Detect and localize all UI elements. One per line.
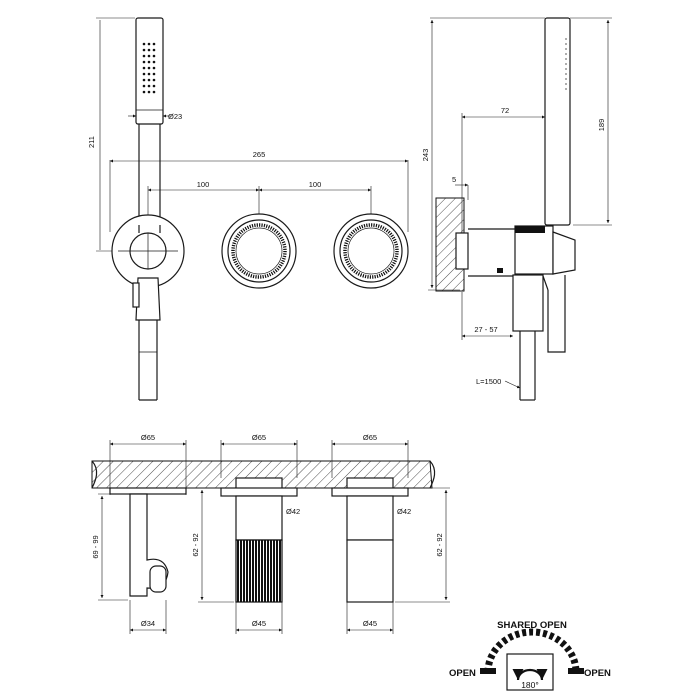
legend-right: OPEN <box>584 668 611 679</box>
dim-100-left: 100 <box>197 180 210 189</box>
holder-dim-bottom: Ø34 <box>141 619 155 628</box>
dim-27-57: 27 - 57 <box>474 325 497 334</box>
mixer-dim-top: Ø65 <box>252 433 266 442</box>
dim-189: 189 <box>597 119 606 132</box>
diverter-dim-bottom: Ø45 <box>363 619 377 628</box>
nozzle-dots <box>142 42 156 94</box>
mixer-dim-inner: Ø42 <box>286 507 300 516</box>
front-view: 211 Ø23 265 100 <box>87 17 409 401</box>
holder-section: Ø65 69 - 99 Ø34 <box>91 433 187 634</box>
legend-left: OPEN <box>449 668 476 679</box>
diverter-legend: SHARED OPEN OPEN OPEN 180° <box>449 620 611 691</box>
diverter-section: Ø65 Ø42 62 - 92 Ø45 <box>331 433 450 634</box>
holder-dim-top: Ø65 <box>141 433 155 442</box>
diverter-dim-inner: Ø42 <box>397 507 411 516</box>
dim-265: 265 <box>253 150 266 159</box>
legend-angle: 180° <box>521 680 539 690</box>
mixer-dim-height: 62 - 92 <box>191 533 200 556</box>
section-views: Ø65 69 - 99 Ø34 Ø65 Ø42 <box>91 433 450 634</box>
diverter-dim-height: 62 - 92 <box>435 533 444 556</box>
holder-dim-height: 69 - 99 <box>91 535 100 558</box>
diverter-dim-top: Ø65 <box>363 433 377 442</box>
hose-length-label: L=1500 <box>476 377 501 386</box>
dim-211: 211 <box>87 136 96 148</box>
mixer-dim-bottom: Ø45 <box>252 619 266 628</box>
side-view: 243 189 72 5 <box>421 17 612 401</box>
dim-100-right: 100 <box>309 180 322 189</box>
dim-243: 243 <box>421 149 430 162</box>
mixer-section: Ø65 Ø42 62 - 92 Ø45 <box>191 433 300 634</box>
dim-d23: Ø23 <box>168 112 182 121</box>
dim-72: 72 <box>501 106 509 115</box>
legend-title: SHARED OPEN <box>497 620 567 631</box>
dim-5: 5 <box>452 175 456 184</box>
